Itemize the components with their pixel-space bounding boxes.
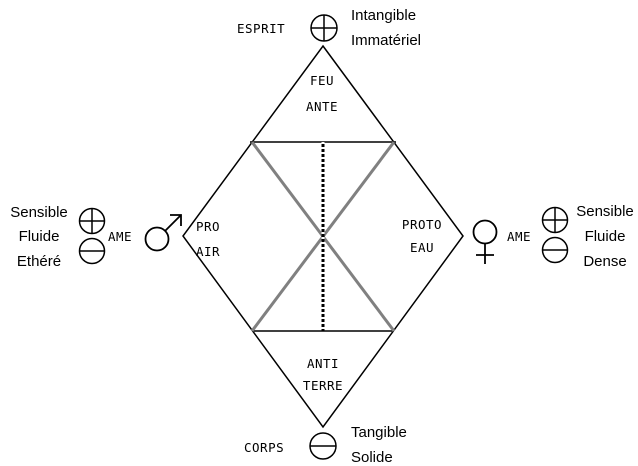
top-tag-esprit: ESPRIT — [237, 21, 285, 36]
region-top-label-2: ANTE — [306, 99, 338, 114]
top-plus-circle-icon — [310, 14, 338, 42]
left-description-line-1: Sensible — [10, 204, 68, 221]
region-bottom-label-2: TERRE — [303, 378, 343, 393]
top-description-line-1: Intangible — [351, 7, 416, 24]
diamond-outline — [182, 44, 464, 429]
male-symbol-icon — [144, 214, 182, 252]
left-plus-circle-icon — [78, 207, 106, 235]
bottom-minus-circle-icon — [309, 432, 337, 460]
right-tag-ame: AME — [507, 229, 531, 244]
left-minus-circle-icon — [78, 237, 106, 265]
right-description-line-2: Fluide — [585, 228, 626, 245]
top-description-line-2: Immatériel — [351, 32, 421, 49]
left-tag-ame: AME — [108, 229, 132, 244]
left-description-line-3: Ethéré — [17, 253, 61, 270]
region-left-label-1: PRO — [196, 219, 220, 234]
region-left-label-2: AIR — [196, 244, 220, 259]
region-top-label-1: FEU — [310, 73, 334, 88]
female-symbol-icon — [472, 219, 498, 264]
region-right-label-1: PROTO — [402, 217, 442, 232]
left-description-line-2: Fluide — [19, 228, 60, 245]
right-minus-circle-icon — [541, 236, 569, 264]
bottom-description-line-2: Solide — [351, 449, 393, 466]
region-right-label-2: EAU — [410, 240, 434, 255]
right-description-line-1: Sensible — [576, 203, 634, 220]
region-bottom-label-1: ANTI — [307, 356, 339, 371]
bottom-tag-corps: CORPS — [244, 440, 284, 455]
bottom-description-line-1: Tangible — [351, 424, 407, 441]
right-plus-circle-icon — [541, 206, 569, 234]
right-description-line-3: Dense — [583, 253, 626, 270]
